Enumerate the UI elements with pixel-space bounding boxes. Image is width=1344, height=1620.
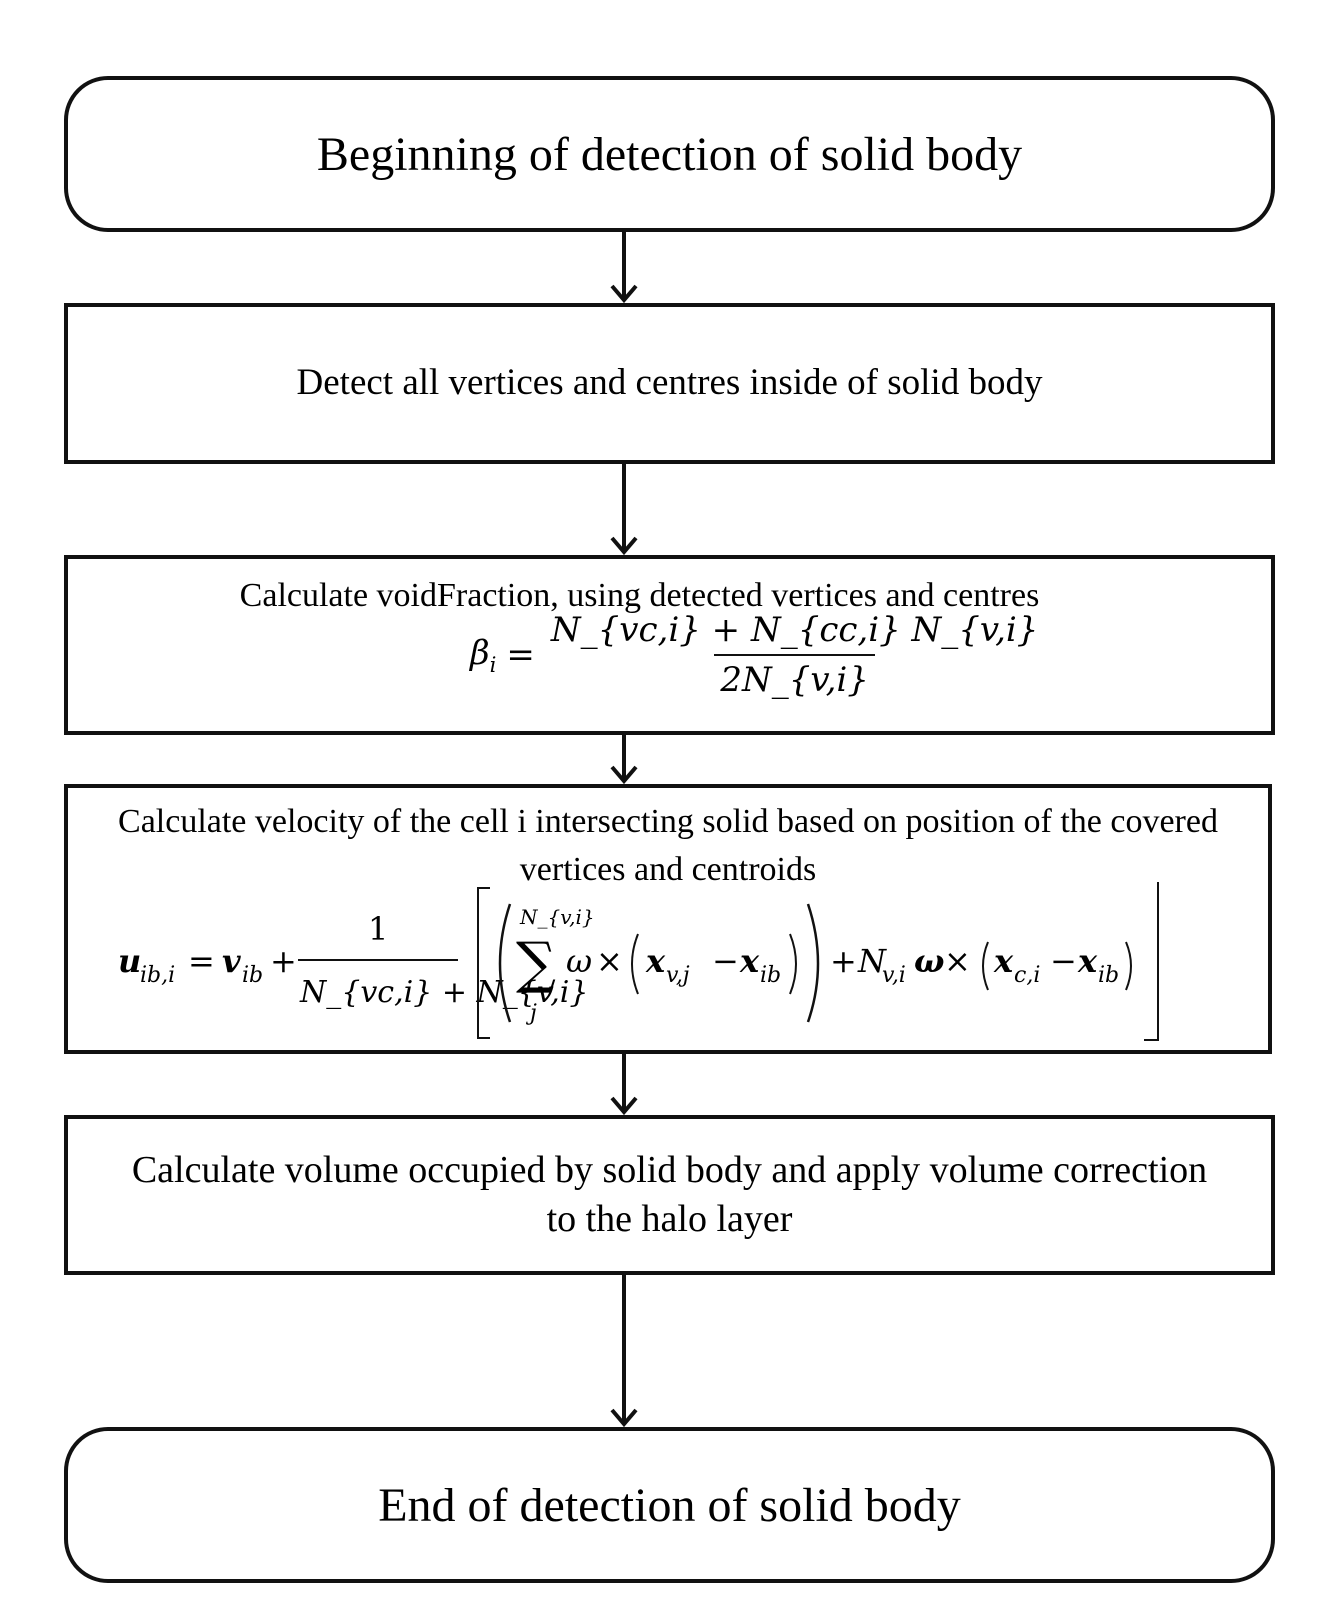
fraction-numerator: 1	[368, 910, 388, 948]
start-label: Beginning of detection of solid body	[316, 127, 1023, 181]
end-node: End of detection of solid body	[64, 1427, 1275, 1583]
u-subscript: ib,i	[140, 963, 175, 988]
times-1: ×	[596, 942, 623, 980]
void-fraction-label: Calculate voidFraction, using detected v…	[239, 577, 1040, 614]
beta-numerator: N_{vc,i} + N_{cc,i} N_{v,i}	[550, 610, 1039, 650]
beta-equals: =	[506, 635, 535, 675]
detect-step: Detect all vertices and centres inside o…	[64, 303, 1275, 464]
arrow-volume-to-end	[610, 1275, 638, 1428]
n2-symbol: N	[857, 942, 887, 980]
arrow-start-to-detect	[610, 232, 638, 304]
volume-step: Calculate volume occupied by solid body …	[64, 1115, 1275, 1275]
velocity-label: Calculate velocity of the cell i interse…	[118, 803, 1218, 889]
omega-2: ω	[914, 942, 944, 980]
plus-1: +	[270, 942, 297, 980]
velocity-equals: =	[188, 942, 215, 980]
x4-symbol: x	[1077, 942, 1098, 980]
volume-label: Calculate volume occupied by solid body …	[131, 1148, 1208, 1240]
omega-1: ω	[566, 942, 592, 980]
v-subscript: ib	[242, 963, 263, 988]
times-2: ×	[944, 942, 971, 980]
sum-sigma: ∑	[516, 931, 556, 996]
beta-fraction: N_{vc,i} + N_{cc,i} N_{v,i} 2N_{v,i}	[545, 610, 1045, 700]
x3-symbol: x	[993, 942, 1014, 980]
x2-symbol: x	[739, 942, 760, 980]
start-node: Beginning of detection of solid body	[64, 76, 1275, 232]
beta-denominator: 2N_{v,i}	[714, 654, 875, 700]
void-fraction-formula: βi = N_{vc,i} + N_{cc,i} N_{v,i} 2N_{v,i…	[470, 610, 1044, 700]
v-symbol: v	[222, 942, 241, 980]
x4-subscript: ib	[1098, 963, 1119, 988]
detect-label: Detect all vertices and centres inside o…	[296, 362, 1043, 404]
u-symbol: u	[118, 942, 141, 980]
arrow-velocity-to-volume	[610, 1054, 638, 1116]
x1-symbol: x	[645, 942, 666, 980]
end-label: End of detection of solid body	[378, 1478, 961, 1532]
velocity-formula: u ib,i = v ib + 1 N_{vc,i} + N_{v,i} N_{…	[118, 882, 1159, 1041]
x1-subscript: v,j	[666, 963, 690, 988]
beta-subscript: i	[489, 651, 497, 677]
arrow-void-to-velocity	[610, 735, 638, 785]
x2-subscript: ib	[760, 963, 781, 988]
minus-2: −	[1050, 942, 1077, 980]
fraction-denominator: N_{vc,i} + N_{v,i}	[299, 975, 588, 1010]
void-fraction-step: Calculate voidFraction, using detected v…	[64, 555, 1275, 735]
beta-symbol: β	[470, 633, 490, 674]
arrow-detect-to-void	[610, 464, 638, 556]
velocity-step: Calculate velocity of the cell i interse…	[64, 784, 1272, 1054]
minus-1: −	[712, 942, 739, 980]
x3-subscript: c,i	[1014, 963, 1040, 988]
n2-subscript: v,i	[882, 963, 906, 988]
plus-2: +	[830, 942, 857, 980]
sum-upper: N_{v,i}	[519, 905, 595, 929]
